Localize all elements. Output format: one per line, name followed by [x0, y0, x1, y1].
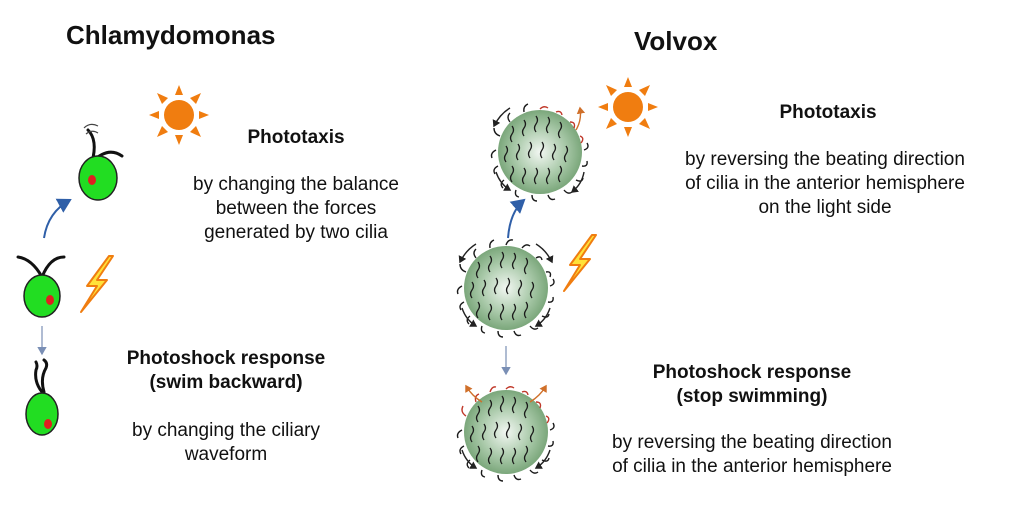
- volvox-phototaxis-description: by reversing the beating direction of ci…: [640, 148, 1010, 220]
- chlamy-photoshock-cell: [25, 358, 59, 436]
- chlamy-photoshock-line-2: waveform: [184, 444, 268, 465]
- volvox-photoshock-heading: Photoshock response (stop swimming): [612, 361, 892, 409]
- chlamy-phototaxis-description: by changing the balance between the forc…: [146, 173, 446, 245]
- volvox-phototaxis-colony: [490, 103, 589, 202]
- volvox-phototaxis-arrow: [507, 198, 526, 239]
- sun-icon: [598, 77, 658, 137]
- volvox-photoshock-line-1: by reversing the beating direction: [612, 432, 892, 453]
- volvox-photoshock-heading-line-2: (stop swimming): [676, 386, 828, 407]
- volvox-photoshock-description: by reversing the beating direction of ci…: [560, 431, 944, 479]
- chlamy-photoshock-description: by changing the ciliary waveform: [96, 419, 356, 467]
- volvox-photoshock-colony: [456, 384, 555, 482]
- volvox-phototaxis-line-3: on the light side: [758, 197, 892, 218]
- volvox-photoshock-heading-line-1: Photoshock response: [652, 362, 852, 383]
- chlamy-resting-cell: [16, 255, 66, 318]
- volvox-resting-colony: [456, 239, 555, 338]
- chlamy-photoshock-line-1: by changing the ciliary: [132, 420, 320, 441]
- chlamy-phototaxis-heading: Phototaxis: [247, 127, 345, 148]
- chlamy-phototaxis-cell: [78, 123, 124, 201]
- chlamy-photoshock-heading-line-1: Photoshock response: [126, 348, 326, 369]
- volvox-phototaxis-line-1: by reversing the beating direction: [685, 149, 965, 170]
- chlamy-photoshock-heading: Photoshock response (swim backward): [96, 347, 356, 395]
- volvox-phototaxis-line-2: of cilia in the anterior hemisphere: [685, 173, 965, 194]
- volvox-photoshock-line-2: of cilia in the anterior hemisphere: [612, 456, 892, 477]
- volvox-title: Volvox: [634, 26, 718, 56]
- chlamy-photoshock-heading-line-2: (swim backward): [149, 372, 303, 393]
- chlamy-phototaxis-line-3: generated by two cilia: [204, 222, 388, 243]
- chlamy-phototaxis-arrow: [43, 198, 72, 239]
- lightning-icon: [80, 255, 114, 313]
- chlamy-phototaxis-line-2: between the forces: [215, 198, 377, 219]
- chlamy-phototaxis-line-1: by changing the balance: [193, 174, 399, 195]
- chlamydomonas-title: Chlamydomonas: [66, 20, 276, 50]
- volvox-phototaxis-heading: Phototaxis: [779, 102, 877, 123]
- lightning-icon: [563, 234, 597, 292]
